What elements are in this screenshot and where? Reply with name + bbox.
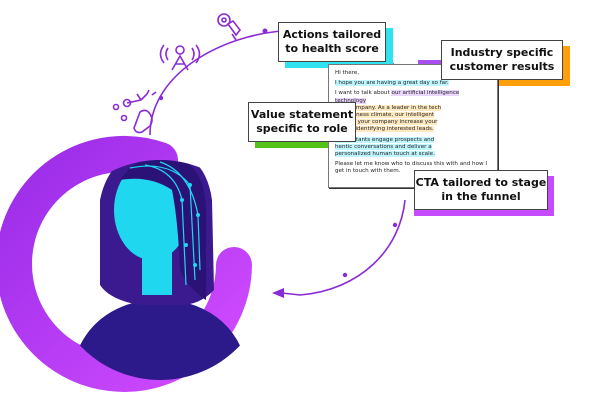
callout-text: to health score <box>285 42 379 55</box>
email-line: I want to talk about <box>335 90 392 97</box>
email-line: your company. As a leader in the tech <box>335 104 442 111</box>
email-greeting: Hi there, <box>335 70 360 76</box>
arc-arrowhead <box>272 288 284 298</box>
email-line: ncy by identifying interested leads. <box>335 126 434 133</box>
email-line: al Assistants engage prospects and <box>335 136 435 143</box>
callout-text: in the funnel <box>441 190 521 203</box>
callout-text: Industry specific <box>450 46 554 59</box>
email-line: hentic conversations and deliver a <box>335 143 432 150</box>
callout-text: Value statement <box>250 108 354 121</box>
email-line: y's business climate, our intelligent <box>335 112 435 119</box>
email-line: Please let me know who to discuss this w… <box>335 161 487 168</box>
callout-text: Actions tailored <box>282 28 382 41</box>
tech-hand-icon <box>112 89 157 134</box>
callout-text: specific to role <box>256 122 348 135</box>
callout-text: CTA tailored to stage <box>415 176 547 189</box>
touch-target-icon <box>217 13 242 41</box>
person-avatar <box>70 160 250 380</box>
email-line: an help your company increase your <box>335 119 438 126</box>
email-line: I hope you are having a great day so far… <box>335 80 449 87</box>
journey-arc-lower <box>281 199 406 296</box>
callout-text: customer results <box>449 60 555 73</box>
email-line: personalized human touch at scale. <box>335 151 435 158</box>
email-line: get in touch with them. <box>335 168 401 175</box>
email-preview: Hi there, I hope you are having a great … <box>328 64 498 188</box>
broadcast-person-icon <box>159 44 201 71</box>
